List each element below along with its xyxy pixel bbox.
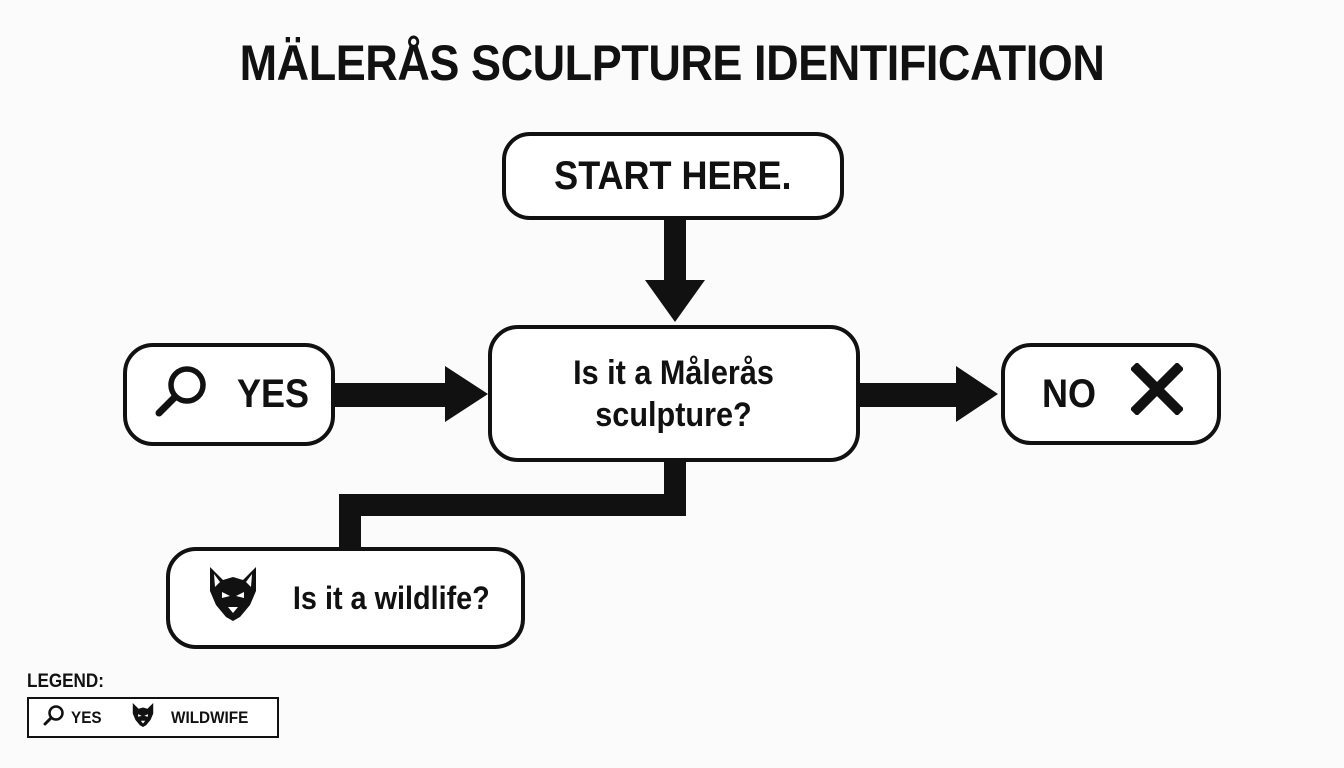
legend-wolf-head-icon bbox=[131, 702, 155, 733]
wildlife-label: Is it a wildlife? bbox=[292, 579, 490, 616]
start-label: START HERE. bbox=[554, 153, 792, 198]
question-line-1: Is it a Målerås bbox=[573, 353, 775, 392]
legend: YES WILDWIFE bbox=[27, 697, 279, 738]
legend-magnifying-glass-icon bbox=[43, 704, 65, 731]
no-label: NO bbox=[1042, 371, 1096, 416]
connector-question-no-arrowhead bbox=[956, 366, 998, 422]
no-node: NO bbox=[1001, 343, 1221, 445]
page-title: MÄLERÅS SCULPTURE IDENTIFICATION bbox=[239, 35, 1105, 91]
magnifying-glass-icon bbox=[153, 361, 211, 429]
question-node: Is it a Målerås sculpture? bbox=[488, 325, 860, 462]
yes-node: YES bbox=[123, 343, 335, 446]
connector-question-wildlife bbox=[339, 462, 686, 547]
connector-yes-question-shaft bbox=[335, 383, 447, 407]
connector-yes-question-arrowhead bbox=[445, 366, 488, 422]
yes-label: YES bbox=[237, 372, 310, 416]
x-mark-icon bbox=[1129, 361, 1185, 425]
connector-question-no-shaft bbox=[860, 383, 958, 407]
wildlife-node: Is it a wildlife? bbox=[166, 547, 525, 649]
legend-item-wildwife: WILDWIFE bbox=[171, 707, 249, 727]
connector-start-question-shaft bbox=[664, 220, 686, 282]
legend-item-yes: YES bbox=[71, 707, 102, 727]
start-node: START HERE. bbox=[502, 132, 844, 220]
connector-start-question-arrowhead bbox=[645, 280, 705, 322]
legend-title: LEGEND: bbox=[27, 671, 104, 692]
wolf-head-icon bbox=[206, 565, 260, 631]
question-line-2: sculpture? bbox=[595, 395, 753, 434]
question-text: Is it a Målerås sculpture? bbox=[574, 352, 775, 436]
